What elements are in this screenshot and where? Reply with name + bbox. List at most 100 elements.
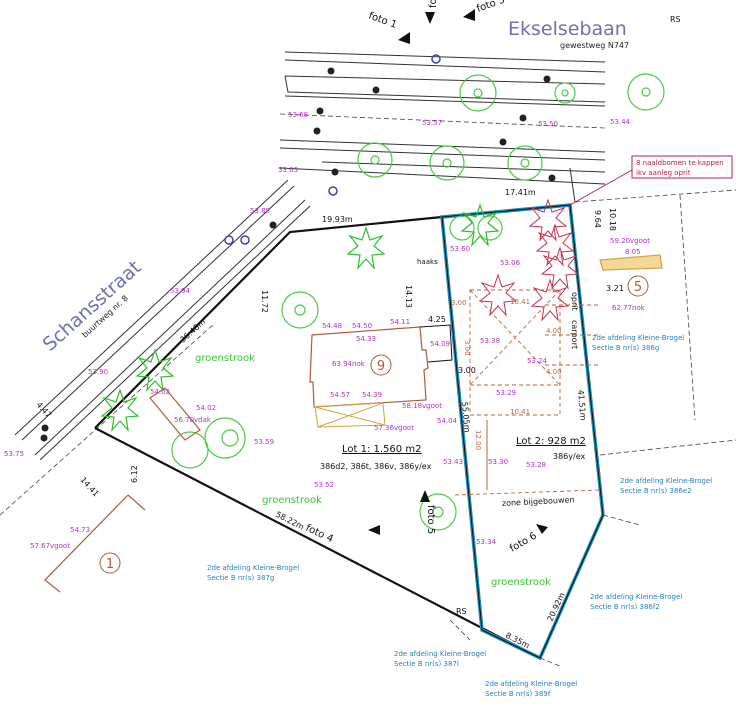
- svg-text:foto 2: foto 2: [428, 0, 439, 8]
- svg-text:57.67vgoot: 57.67vgoot: [30, 542, 70, 550]
- svg-text:53.50: 53.50: [538, 120, 558, 128]
- svg-text:4.00: 4.00: [546, 368, 562, 376]
- svg-text:53.29: 53.29: [496, 389, 516, 397]
- svg-text:54.04: 54.04: [437, 417, 458, 425]
- zone-label: zone bijgebouwen: [502, 495, 575, 508]
- svg-text:53.59: 53.59: [254, 438, 274, 446]
- svg-text:Sectie B nr(s) 389f: Sectie B nr(s) 389f: [485, 690, 551, 698]
- svg-text:2de afdeling Kleine-Brogel: 2de afdeling Kleine-Brogel: [207, 564, 299, 572]
- svg-text:54.39: 54.39: [362, 391, 382, 399]
- svg-text:53.06: 53.06: [500, 259, 521, 267]
- building-number-1: 1: [99, 552, 121, 574]
- svg-text:53.75: 53.75: [4, 450, 24, 458]
- svg-text:Sectie B nr(s) 386g: Sectie B nr(s) 386g: [592, 344, 659, 352]
- svg-text:53.88: 53.88: [250, 207, 270, 215]
- svg-text:6.12: 6.12: [130, 465, 139, 483]
- elevation-labels: 53.68 53.57 53.50 53.44 53.63 53.88 53.9…: [4, 111, 650, 550]
- svg-text:53.63: 53.63: [278, 166, 298, 174]
- svg-text:54.73: 54.73: [70, 526, 90, 534]
- house-5: [599, 254, 663, 271]
- svg-text:5: 5: [634, 280, 642, 295]
- lot2-parcels: 386y/ex: [553, 452, 585, 461]
- svg-text:59.20vgoot: 59.20vgoot: [610, 237, 650, 245]
- svg-text:56.70vdak: 56.70vdak: [174, 416, 212, 424]
- house-9-annex: [314, 402, 386, 428]
- lot2-title: Lot 2: 928 m2: [516, 436, 586, 447]
- svg-text:10.41: 10.41: [510, 298, 530, 306]
- pines-to-cut: [478, 198, 580, 322]
- svg-text:53.68: 53.68: [288, 111, 308, 119]
- parcel-boundary-lines: [449, 189, 736, 667]
- rs-label: RS: [456, 607, 467, 616]
- lot1-title: Lot 1: 1.560 m2: [342, 444, 421, 455]
- svg-text:3.00: 3.00: [463, 340, 471, 356]
- svg-text:4.25: 4.25: [428, 315, 446, 324]
- svg-text:53.38: 53.38: [480, 337, 500, 345]
- svg-text:54.02: 54.02: [196, 404, 216, 412]
- svg-text:41.51m: 41.51m: [576, 389, 588, 421]
- svg-text:14.13: 14.13: [404, 285, 413, 308]
- svg-text:Sectie B nr(s) 387l: Sectie B nr(s) 387l: [394, 660, 459, 668]
- svg-text:55.05m: 55.05m: [460, 401, 472, 433]
- svg-text:foto 6: foto 6: [508, 530, 539, 554]
- svg-text:53.60: 53.60: [450, 245, 470, 253]
- svg-text:19.93m: 19.93m: [322, 215, 353, 224]
- schansstraat-road: [0, 179, 311, 516]
- svg-text:36.48m: 36.48m: [178, 317, 207, 344]
- svg-text:63.94nok: 63.94nok: [332, 360, 366, 368]
- svg-text:53.24: 53.24: [527, 357, 548, 365]
- svg-text:53.52: 53.52: [314, 481, 334, 489]
- lot2-boundary-inner: [441, 204, 604, 659]
- svg-text:3.00: 3.00: [451, 299, 467, 307]
- svg-text:9: 9: [377, 359, 385, 374]
- svg-text:54.09: 54.09: [430, 340, 450, 348]
- svg-text:54.48: 54.48: [322, 322, 342, 330]
- svg-text:9.64: 9.64: [593, 210, 602, 228]
- svg-text:foto 5: foto 5: [425, 505, 436, 534]
- svg-text:2de afdeling Kleine-Brogel: 2de afdeling Kleine-Brogel: [590, 593, 682, 601]
- building-number-5: 5: [627, 275, 649, 297]
- svg-text:3.00: 3.00: [458, 366, 476, 375]
- svg-text:53.44: 53.44: [610, 118, 631, 126]
- svg-text:Sectie B nr(s) 387g: Sectie B nr(s) 387g: [207, 574, 274, 582]
- rs-label: RS: [670, 15, 681, 24]
- planned-building-lot2: [454, 289, 601, 496]
- haaks-label: haaks: [417, 258, 438, 266]
- svg-text:10.41: 10.41: [510, 408, 530, 416]
- svg-text:57.36vgoot: 57.36vgoot: [374, 424, 414, 432]
- svg-text:4.00: 4.00: [546, 327, 562, 335]
- svg-text:54.33: 54.33: [356, 335, 376, 343]
- pine-trees: [100, 203, 500, 432]
- svg-text:53.94: 53.94: [170, 287, 191, 295]
- house-9: [309, 326, 429, 408]
- svg-text:8.05: 8.05: [625, 248, 641, 256]
- lot1-parcels: 386d2, 386t, 386v, 386y/ex: [320, 462, 432, 471]
- svg-text:1: 1: [106, 557, 114, 572]
- greenstrip-label: groenstrook: [262, 495, 322, 506]
- svg-text:2de afdeling Kleine-Brogel: 2de afdeling Kleine-Brogel: [592, 334, 684, 342]
- svg-text:11.72: 11.72: [260, 290, 269, 313]
- svg-text:2de afdeling Kleine-Brogel: 2de afdeling Kleine-Brogel: [485, 680, 577, 688]
- svg-text:Sectie B nr(s) 386f2: Sectie B nr(s) 386f2: [590, 603, 660, 611]
- street-sub-ekselsebaan: gewestweg N747: [560, 41, 629, 50]
- street-name-ekselsebaan: Ekselsebaan: [508, 18, 627, 40]
- svg-text:foto 1: foto 1: [367, 10, 398, 30]
- svg-text:ikv aanleg oprit: ikv aanleg oprit: [636, 169, 691, 177]
- driveway-label: oprit: [570, 292, 579, 311]
- carport-label: carport: [570, 320, 579, 349]
- house-9-wing: [419, 324, 453, 363]
- deciduous-trees: [171, 73, 665, 531]
- street-name-schansstraat: Schansstraat: [39, 256, 146, 355]
- svg-text:53.28: 53.28: [526, 461, 546, 469]
- house-1: [44, 494, 146, 593]
- svg-text:foto 4: foto 4: [304, 523, 335, 545]
- svg-text:10.18: 10.18: [608, 208, 617, 231]
- svg-text:8 naaldbomen te kappen: 8 naaldbomen te kappen: [636, 159, 724, 167]
- svg-text:4.47: 4.47: [35, 400, 54, 419]
- photo-markers: foto 1 foto 2 foto 3 foto 4 foto 5 foto …: [304, 0, 548, 555]
- building-number-9: 9: [370, 354, 392, 376]
- greenstrip-label: groenstrook: [195, 353, 255, 364]
- greenstrip-label: groenstrook: [491, 577, 551, 588]
